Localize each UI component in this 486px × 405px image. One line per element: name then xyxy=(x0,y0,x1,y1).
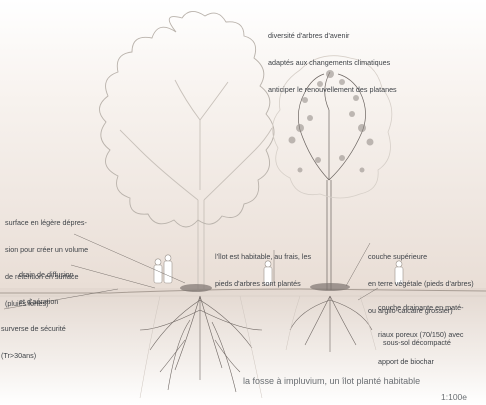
label-surverse-line: surverse de sécurité xyxy=(1,324,66,333)
label-surverse-line: (Tr>30ans) xyxy=(1,351,66,360)
label-diversite-line: diversité d'arbres d'avenir xyxy=(268,31,397,40)
label-ilot-line: l'îlot est habitable, au frais, les xyxy=(215,252,311,261)
label-sous-sol: sous-sol décompacté xyxy=(383,320,451,365)
label-sous-sol-line: sous-sol décompacté xyxy=(383,338,451,347)
label-drain-line: drain de diffusion xyxy=(19,270,74,279)
caption-scale: 1:100e xyxy=(441,392,467,402)
label-surface-line: surface en légère dépres- xyxy=(5,218,88,227)
caption-title: la fosse à impluvium, un îlot planté hab… xyxy=(243,376,420,386)
label-ilot: l'îlot est habitable, au frais, les pied… xyxy=(215,234,311,306)
label-drain-line: et d'aération xyxy=(19,297,74,306)
label-couche-superieure-line: couche supérieure xyxy=(368,252,474,261)
label-ilot-line: pieds d'arbres sont plantés xyxy=(215,279,311,288)
label-couche-drainante-line: couche drainante en maté- xyxy=(378,303,464,312)
label-diversite-line: adaptés aux changements climatiques xyxy=(268,58,397,67)
label-surverse: surverse de sécurité (Tr>30ans) xyxy=(1,306,66,378)
label-diversite-line: anticiper le renouvellement des platanes xyxy=(268,85,397,94)
label-diversite: diversité d'arbres d'avenir adaptés aux … xyxy=(268,13,397,112)
